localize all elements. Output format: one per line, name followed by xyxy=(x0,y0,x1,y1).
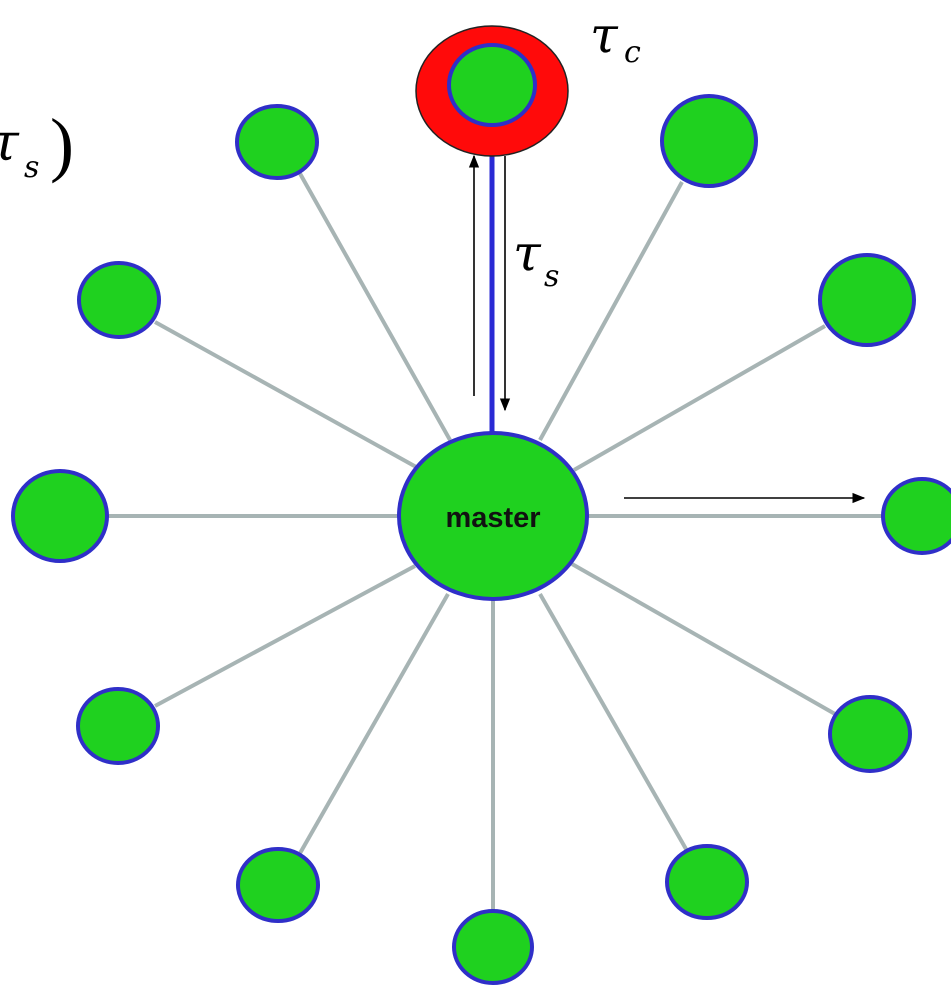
computing-node xyxy=(415,25,569,157)
worker-nodes xyxy=(11,94,951,985)
tau-s-symbol: τ xyxy=(513,224,542,282)
worker-node-bottom xyxy=(452,909,534,985)
worker-node-upper-left xyxy=(235,104,319,180)
worker-node-upper-right xyxy=(660,94,758,188)
message-arrows xyxy=(468,154,866,504)
tau-c-label: τ c xyxy=(590,6,641,70)
tau-s-left-subscript: s xyxy=(24,150,39,185)
tau-s-expression-cropped: τ s ) xyxy=(0,104,74,185)
spoke-upper-left xyxy=(296,169,452,441)
master-label: master xyxy=(445,502,540,534)
worker-node-right-lower xyxy=(828,695,912,773)
worker-node-top xyxy=(447,43,537,127)
tau-c-subscript: c xyxy=(624,35,641,70)
spoke-lower-right xyxy=(538,593,692,857)
master-node xyxy=(397,431,589,601)
spoke-right-upper xyxy=(573,324,826,472)
master-node-group: master xyxy=(397,431,589,601)
spoke-lower-left xyxy=(293,593,450,863)
spoke-left-upper xyxy=(154,320,419,470)
spoke-upper-right xyxy=(538,181,684,441)
worker-node-left-upper xyxy=(77,261,161,339)
worker-node-left-lower xyxy=(76,687,160,765)
worker-node-left xyxy=(11,469,109,563)
spokes xyxy=(107,124,886,916)
tau-s-subscript: s xyxy=(544,259,559,294)
tau-c-symbol: τ xyxy=(590,6,619,64)
tau-s-left-symbol: τ xyxy=(0,113,20,173)
tau-s-label: τ s xyxy=(513,224,559,294)
worker-node-right xyxy=(881,477,951,555)
worker-node-lower-left xyxy=(236,847,320,923)
spoke-left-lower xyxy=(154,564,416,708)
worker-node-lower-right xyxy=(665,844,749,920)
worker-node-right-upper xyxy=(818,253,916,347)
close-parenthesis: ) xyxy=(50,104,74,184)
spoke-right-lower xyxy=(571,562,836,716)
